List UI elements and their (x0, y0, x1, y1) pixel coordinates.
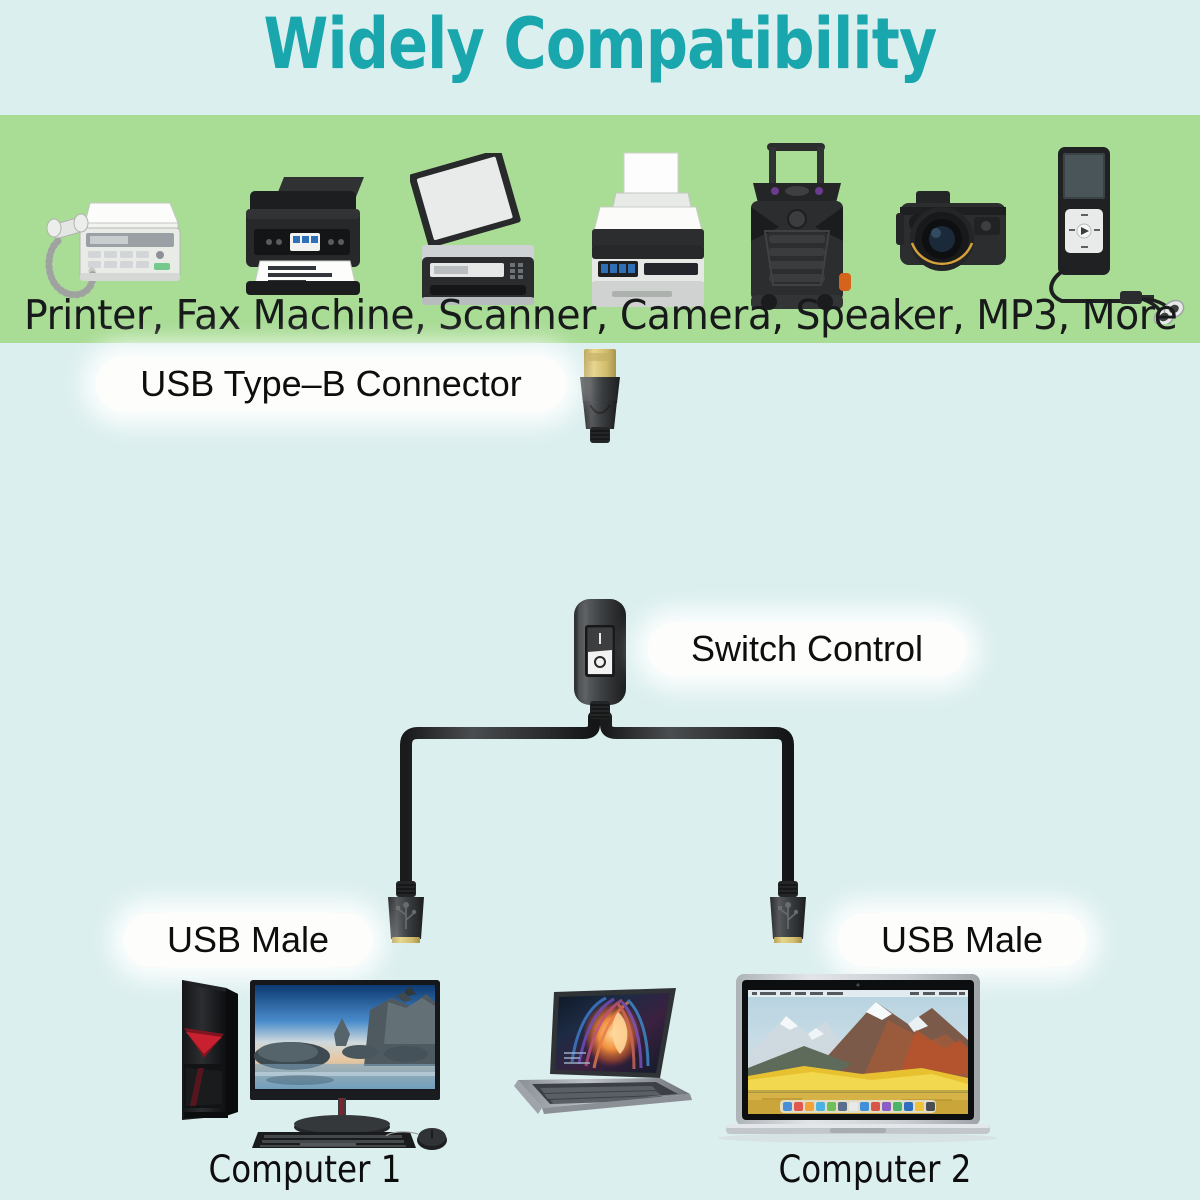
trolley-speaker-icon (751, 143, 851, 310)
pc-keyboard (252, 1132, 416, 1148)
switch-control-module[interactable] (574, 599, 626, 719)
inkjet-printer-icon (246, 177, 364, 295)
usb-type-b-connector (580, 349, 620, 443)
cable-diagram (388, 349, 806, 943)
label-usb-male-right: USB Male (838, 913, 1086, 967)
usb-a-male-connector-left (388, 881, 424, 943)
caption-computer-2: Computer 2 (778, 1148, 972, 1191)
desktop-computer-image (182, 980, 447, 1150)
caption-computer-1: Computer 1 (208, 1148, 402, 1191)
fax-machine-icon (45, 202, 181, 299)
pc-mouse (385, 1128, 447, 1150)
laptop-image (514, 988, 692, 1114)
label-usb-male-right-text: USB Male (880, 919, 1044, 960)
label-switch-control: Switch Control (648, 622, 966, 676)
flatbed-scanner-icon (410, 153, 534, 305)
label-usb-male-left: USB Male (124, 913, 372, 967)
label-usb-type-b: USB Type–B Connector (96, 356, 566, 412)
multifunction-printer-icon (592, 152, 704, 307)
dslr-camera-icon (896, 191, 1006, 271)
pc-tower (182, 980, 238, 1120)
label-usb-type-b-text: USB Type–B Connector (140, 363, 522, 404)
label-switch-control-text: Switch Control (690, 628, 924, 669)
pc-monitor (250, 980, 440, 1137)
macbook-image (718, 974, 998, 1143)
label-usb-male-left-text: USB Male (166, 919, 330, 960)
compatibility-caption: Printer, Fax Machine, Scanner, Camera, S… (24, 291, 1178, 339)
compatibility-banner: Printer, Fax Machine, Scanner, Camera, S… (0, 115, 1200, 343)
mp3-player-icon (1049, 147, 1185, 324)
usb-a-male-connector-right (770, 881, 806, 943)
page-title: Widely Compatibility (263, 3, 938, 85)
